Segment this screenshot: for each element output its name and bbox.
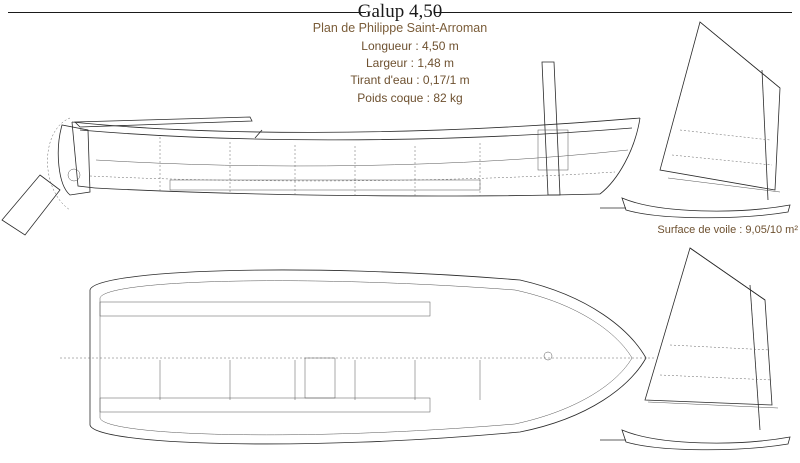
bow-stem xyxy=(599,117,641,195)
title-bar: Galup 4,50 xyxy=(0,0,800,24)
side-profile-view xyxy=(1,61,641,236)
floorboards xyxy=(169,179,481,191)
title-rule-right xyxy=(434,12,792,13)
sail-plan-lower xyxy=(600,247,791,451)
chine-line xyxy=(95,149,629,167)
cleat xyxy=(254,129,263,139)
mast-step xyxy=(541,61,561,196)
yard-lower xyxy=(689,247,766,301)
sail-plan-upper xyxy=(600,21,791,219)
frames xyxy=(159,137,481,197)
side-deck-port xyxy=(99,301,431,317)
mast-lower xyxy=(749,284,761,431)
spec-beam: Largeur : 1,48 m xyxy=(365,56,455,71)
tiller xyxy=(74,116,253,128)
title-rule-left xyxy=(8,12,366,13)
rudder-pivot xyxy=(67,168,81,182)
mast-hole xyxy=(543,351,553,361)
spec-draft: Tirant d'eau : 0,17/1 m xyxy=(350,73,470,88)
spec-length: Longueur : 4,50 m xyxy=(361,39,459,53)
waterline xyxy=(89,171,616,182)
specs-block: Longueur : 4,50 m Largeur : 1,48 m Tiran… xyxy=(300,38,520,107)
boom-upper xyxy=(667,177,781,193)
spec-hull-weight: Poids coque : 82 kg xyxy=(357,90,463,105)
yard-upper xyxy=(699,21,781,89)
mast-upper xyxy=(761,69,769,201)
centreboard-case xyxy=(304,357,336,399)
hull-upper xyxy=(621,197,791,219)
plan-top-view xyxy=(60,269,655,445)
centreboard-trunk xyxy=(537,129,569,171)
hull-outline xyxy=(89,269,647,445)
reef-points-lower xyxy=(659,344,773,381)
side-deck-starboard xyxy=(99,397,431,413)
rudder-lower xyxy=(1,174,61,236)
sheer-inner xyxy=(79,127,633,141)
stern-transom xyxy=(71,121,96,189)
hull-lower xyxy=(621,429,791,451)
rudder-blade xyxy=(57,124,91,196)
keel-line xyxy=(94,187,601,197)
plan-frames xyxy=(159,360,481,400)
plan-subtitle: Plan de Philippe Saint-Arroman xyxy=(312,21,488,35)
lug-sail-upper xyxy=(659,21,781,191)
sail-area-label: Surface de voile : 9,05/10 m² xyxy=(657,224,798,236)
hull-inner xyxy=(99,280,633,436)
boom-lower xyxy=(647,401,779,409)
reef-points-upper xyxy=(671,129,773,166)
plan-title: Galup 4,50 xyxy=(357,1,443,22)
sheer-line xyxy=(71,117,641,133)
